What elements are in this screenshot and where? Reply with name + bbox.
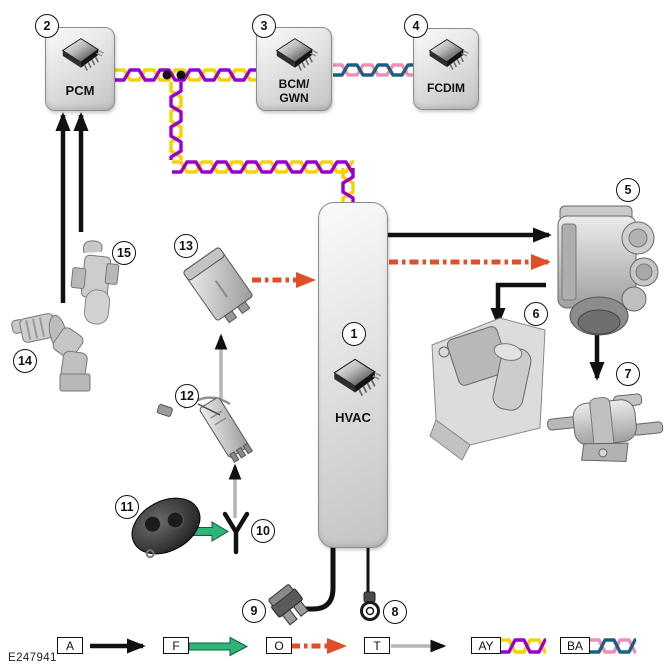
legend-arrow-green [188,636,249,657]
legend-code-ay: AY [471,637,501,654]
component-12-illustration [156,396,254,463]
module-fcdim: FCDIM [413,28,479,110]
callout-2: 2 [35,14,59,38]
gray-arrows [214,333,242,518]
callout-9: 9 [242,599,266,623]
component-6-illustration [429,317,546,461]
figure-id: E247941 [8,652,57,664]
legend-code-a: A [57,637,83,654]
wire-hvac-to-fuse [300,545,336,612]
component-7-illustration [547,393,664,463]
legend-code-ba: BA [560,637,590,654]
callout-3: 3 [252,14,276,38]
callout-6: 6 [524,302,548,326]
orange-dashed-arrows [252,254,551,288]
module-bcm-gwn: BCM/ GWN [256,27,332,111]
black-arrows [55,112,605,381]
callout-10: 10 [251,519,275,543]
callout-7: 7 [616,362,640,386]
chip-icon [275,37,318,72]
module-hvac-label: HVAC [335,410,371,425]
component-14-illustration [11,313,91,392]
antenna-icon [222,511,250,555]
module-pcm-label: PCM [65,83,95,98]
callout-4: 4 [404,14,428,38]
module-fcdim-label: FCDIM [427,81,465,95]
callout-15: 15 [112,241,136,265]
legend-symbols [90,636,447,657]
component-13-illustration [183,247,253,324]
chip-icon [61,37,104,72]
ring-terminal-icon [360,591,380,621]
module-pcm: PCM [45,27,115,111]
legend-code-f: F [163,637,189,654]
callout-11: 11 [115,495,139,519]
legend-code-o: O [266,637,292,654]
callout-12: 12 [175,384,199,408]
callout-5: 5 [616,178,640,202]
legend-code-t: T [364,637,390,654]
callout-1: 1 [342,322,366,346]
chip-icon [333,358,381,397]
bus-junction-dots [162,70,186,80]
chip-icon [428,38,469,71]
callout-13: 13 [174,234,198,258]
module-hvac: HVAC [318,202,388,548]
component-15-illustration [70,240,120,325]
component-5-illustration [557,205,659,336]
twisted-pair-wires [115,63,637,654]
callout-14: 14 [13,349,37,373]
module-bcm-gwn-label: BCM/ GWN [278,77,310,105]
callout-8: 8 [383,600,407,624]
arrow-11-to-10-green [190,521,229,542]
component-9-illustration [268,584,309,626]
component-11-illustration [131,497,201,559]
arrow-5-to-6 [490,282,546,327]
